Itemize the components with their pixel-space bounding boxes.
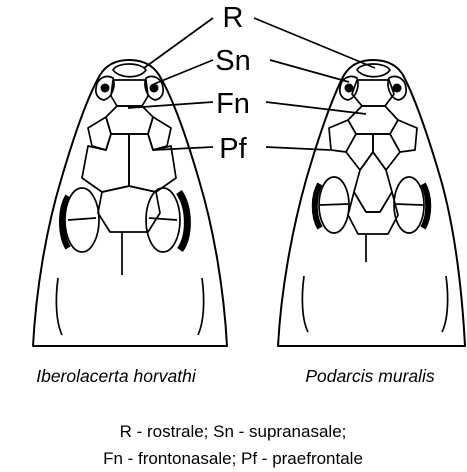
leader-fn-right [266,102,366,114]
head-right-outline [278,60,465,346]
leader-sn-left [154,60,213,84]
head-right-podarcis [278,60,465,346]
right-rostrale-scale [357,64,390,77]
label-rostrale: R [223,2,244,34]
right-frontal-diamond-right [373,134,400,170]
leader-r-left [144,18,213,68]
right-parietal-scale [348,192,398,234]
right-frontal-diamond-left [346,134,373,170]
right-praefrontale-right [390,120,417,152]
right-praefrontale-left [329,120,356,152]
leader-sn-right [270,60,349,82]
left-frontonasale-scale [111,80,148,106]
left-frontal-left [82,134,129,192]
label-frontonasale: Fn [216,88,250,120]
right-internasal-scale [348,106,398,134]
label-supranasale: Sn [215,45,250,77]
left-rostrale-scale [113,64,146,77]
label-praefrontale: Pf [219,133,247,165]
legend-line-2: Fn - frontonasale; Pf - praefrontale [103,449,363,468]
leader-pf-right [266,147,330,150]
left-frontal-right [129,134,176,192]
left-parietal-scale [98,186,160,232]
species-left-name: Iberolacerta horvathi [36,366,197,386]
species-right-name: Podarcis muralis [305,366,435,386]
leader-fn-left [128,102,213,108]
left-internasal-scale [106,106,153,134]
scale-labels: R Sn Fn Pf [128,2,375,165]
legend-line-1: R - rostrale; Sn - supranasale; [120,422,347,441]
